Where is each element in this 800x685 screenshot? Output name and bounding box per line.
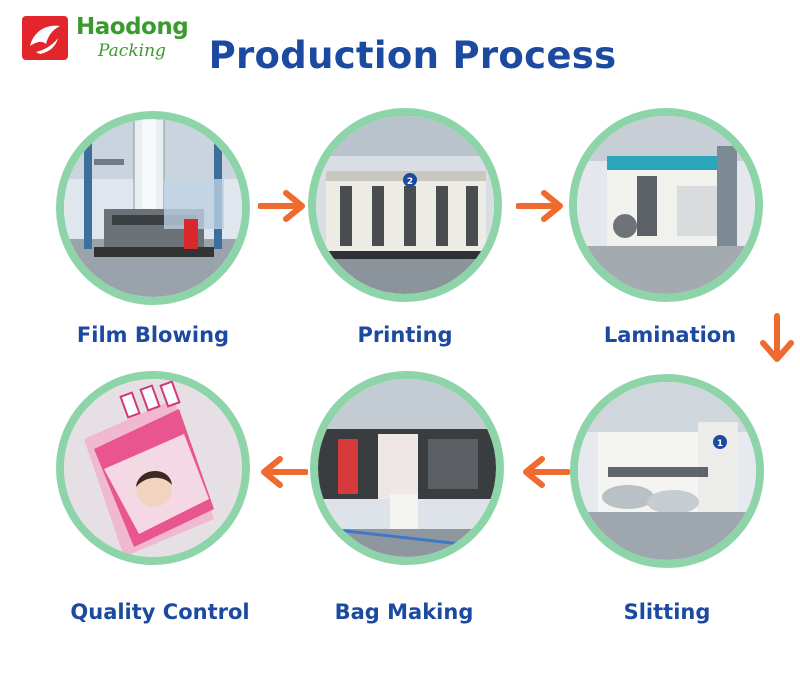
brand-mark-icon [22,16,68,60]
printing-unit-badge: 2 [407,177,413,187]
arrow-down-icon [760,313,794,362]
page-title: Production Process [208,34,617,77]
step-label-printing: Printing [357,323,453,347]
step-lamination-photo [569,108,763,302]
step-film-blowing-photo [56,111,250,305]
arrow-left-icon [261,456,308,488]
arrow-right-icon [258,190,305,222]
step-label-film-blowing: Film Blowing [76,323,230,347]
film-blowing-machine-icon [64,119,242,297]
printing-machine-icon: 2 [316,116,494,294]
arrow-left-icon [523,456,570,488]
step-label-bag-making: Bag Making [334,600,474,624]
brand-name: Haodong [76,14,189,40]
step-slitting-photo: 1 [570,374,764,568]
step-bag-making-photo [310,371,504,565]
brand-tagline: Packing [98,41,166,61]
slitting-unit-badge: 1 [717,439,723,449]
step-label-slitting: Slitting [623,600,711,624]
brand-logo: Haodong Packing [22,14,192,62]
step-label-quality-control: Quality Control [70,600,250,624]
arrow-right-icon [516,190,563,222]
step-printing-photo: 2 [308,108,502,302]
spout-pouch-product-icon [64,379,242,557]
slitting-machine-icon: 1 [578,382,756,560]
bag-making-machine-icon [318,379,496,557]
step-quality-control-photo [56,371,250,565]
lamination-machine-icon [577,116,755,294]
step-label-lamination: Lamination [603,323,737,347]
